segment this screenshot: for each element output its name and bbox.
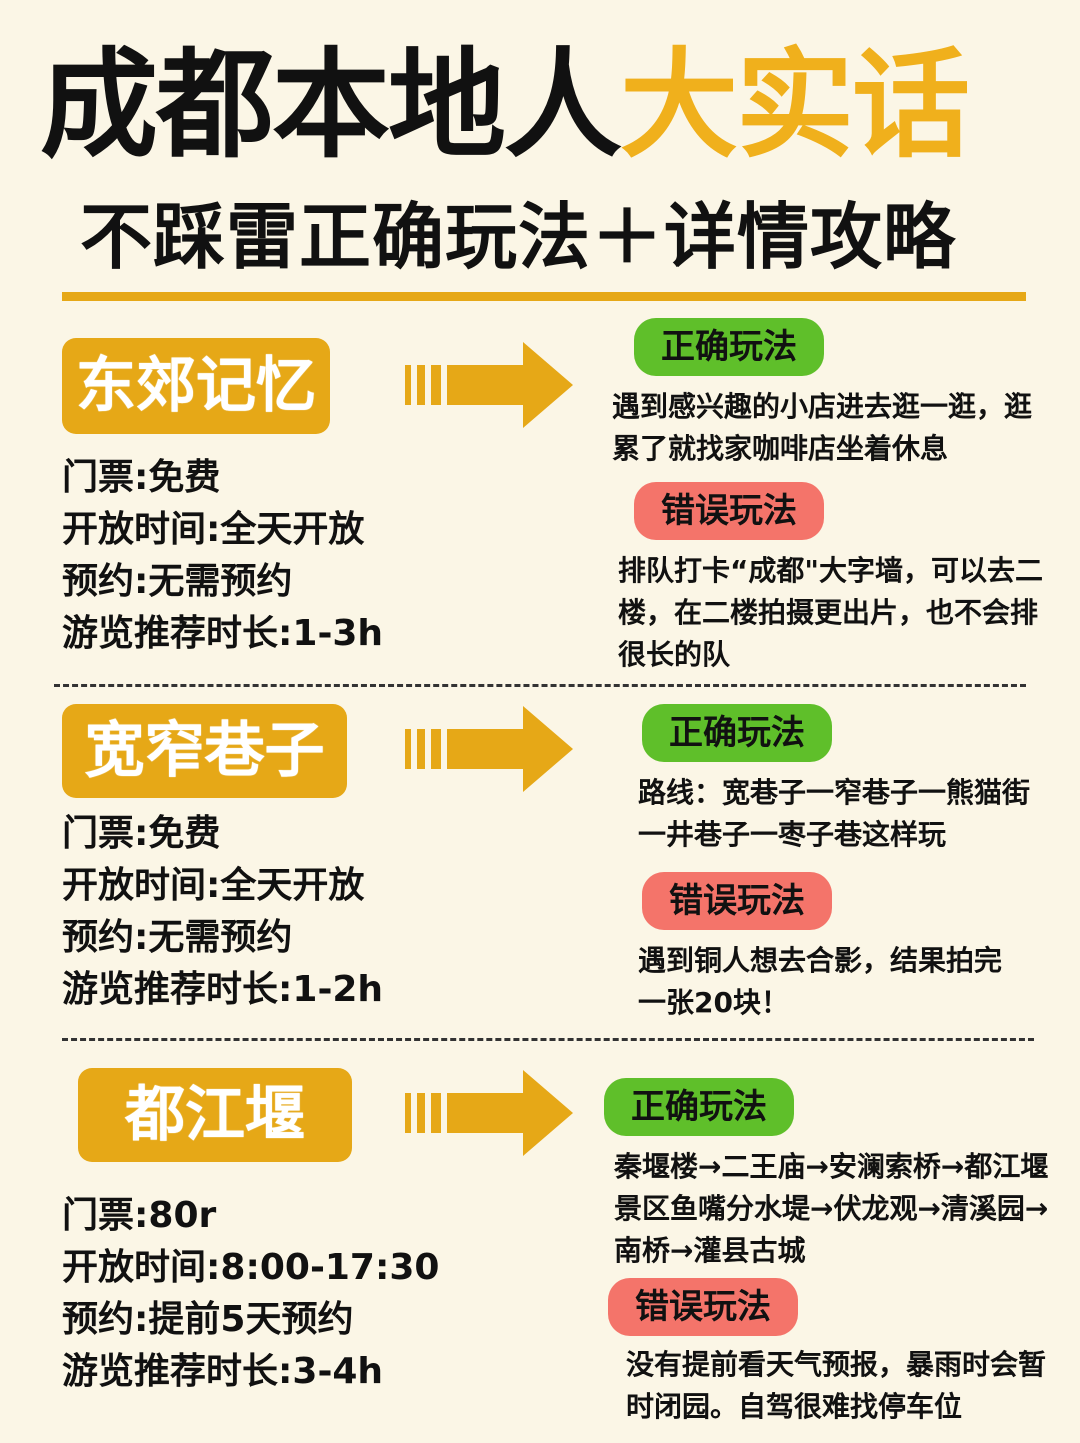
section-1-correct-label: 正确玩法 [634, 318, 824, 376]
right-arrow-icon [405, 1070, 573, 1156]
hours-info: 开放时间:8:00-17:30 [62, 1247, 440, 1288]
hours-info: 开放时间:全天开放 [62, 865, 365, 906]
duration-info: 游览推荐时长:3-4h [62, 1351, 384, 1392]
ticket-info: 门票:免费 [62, 813, 221, 854]
section-3-name-badge: 都江堰 [78, 1068, 352, 1162]
section-1-correct-text: 遇到感兴趣的小店进去逛一逛，逛累了就找家咖啡店坐着休息 [612, 390, 1033, 465]
duration-info: 游览推荐时长:1-2h [62, 969, 384, 1010]
title-yellow-part: 大实话 [620, 36, 970, 174]
section-3-wrong-text: 没有提前看天气预报，暴雨时会暂时闭园。自驾很难找停车位 [626, 1348, 1047, 1423]
section-3-info: 门票:80r 开放时间:8:00-17:30 预约:提前5天预约 游览推荐时长:… [62, 1190, 439, 1398]
section-2-correct-text: 路线：宽巷子一窄巷子一熊猫街一井巷子一枣子巷这样玩 [638, 776, 1031, 851]
hours-info: 开放时间:全天开放 [62, 509, 365, 550]
reservation-info: 预约:无需预约 [62, 917, 293, 958]
section-3-wrong-label: 错误玩法 [608, 1278, 798, 1336]
right-arrow-icon [405, 342, 573, 428]
section-1-wrong-text: 排队打卡“成都"大字墙，可以去二楼，在二楼拍摄更出片，也不会排很长的队 [618, 554, 1043, 671]
header-divider [62, 292, 1026, 301]
section-2-wrong-text: 遇到铜人想去合影，结果拍完一张20块！ [638, 944, 1003, 1019]
title-black-part: 成都本地人 [40, 36, 622, 174]
section-divider [62, 1038, 1034, 1041]
section-3-correct-text: 秦堰楼→二王庙→安澜索桥→都江堰景区鱼嘴分水堤→伏龙观→清溪园→南桥→灌县古城 [614, 1150, 1049, 1267]
section-2-correct-label: 正确玩法 [642, 704, 832, 762]
duration-info: 游览推荐时长:1-3h [62, 613, 384, 654]
section-1-name-badge: 东郊记忆 [62, 338, 330, 434]
section-3-correct-label: 正确玩法 [604, 1078, 794, 1136]
page-subtitle: 不踩雷正确玩法＋详情攻略 [80, 195, 957, 279]
page-title: 成都本地人大实话 [40, 40, 1050, 170]
ticket-info: 门票:免费 [62, 457, 221, 498]
section-divider [54, 684, 1026, 687]
section-1-info: 门票:免费 开放时间:全天开放 预约:无需预约 游览推荐时长:1-3h [62, 452, 383, 660]
right-arrow-icon [405, 706, 573, 792]
section-1-wrong-label: 错误玩法 [634, 482, 824, 540]
section-2-wrong-label: 错误玩法 [642, 872, 832, 930]
reservation-info: 预约:无需预约 [62, 561, 293, 602]
reservation-info: 预约:提前5天预约 [62, 1299, 354, 1340]
section-2-info: 门票:免费 开放时间:全天开放 预约:无需预约 游览推荐时长:1-2h [62, 808, 383, 1016]
section-2-name-badge: 宽窄巷子 [62, 704, 347, 798]
ticket-info: 门票:80r [62, 1195, 217, 1236]
